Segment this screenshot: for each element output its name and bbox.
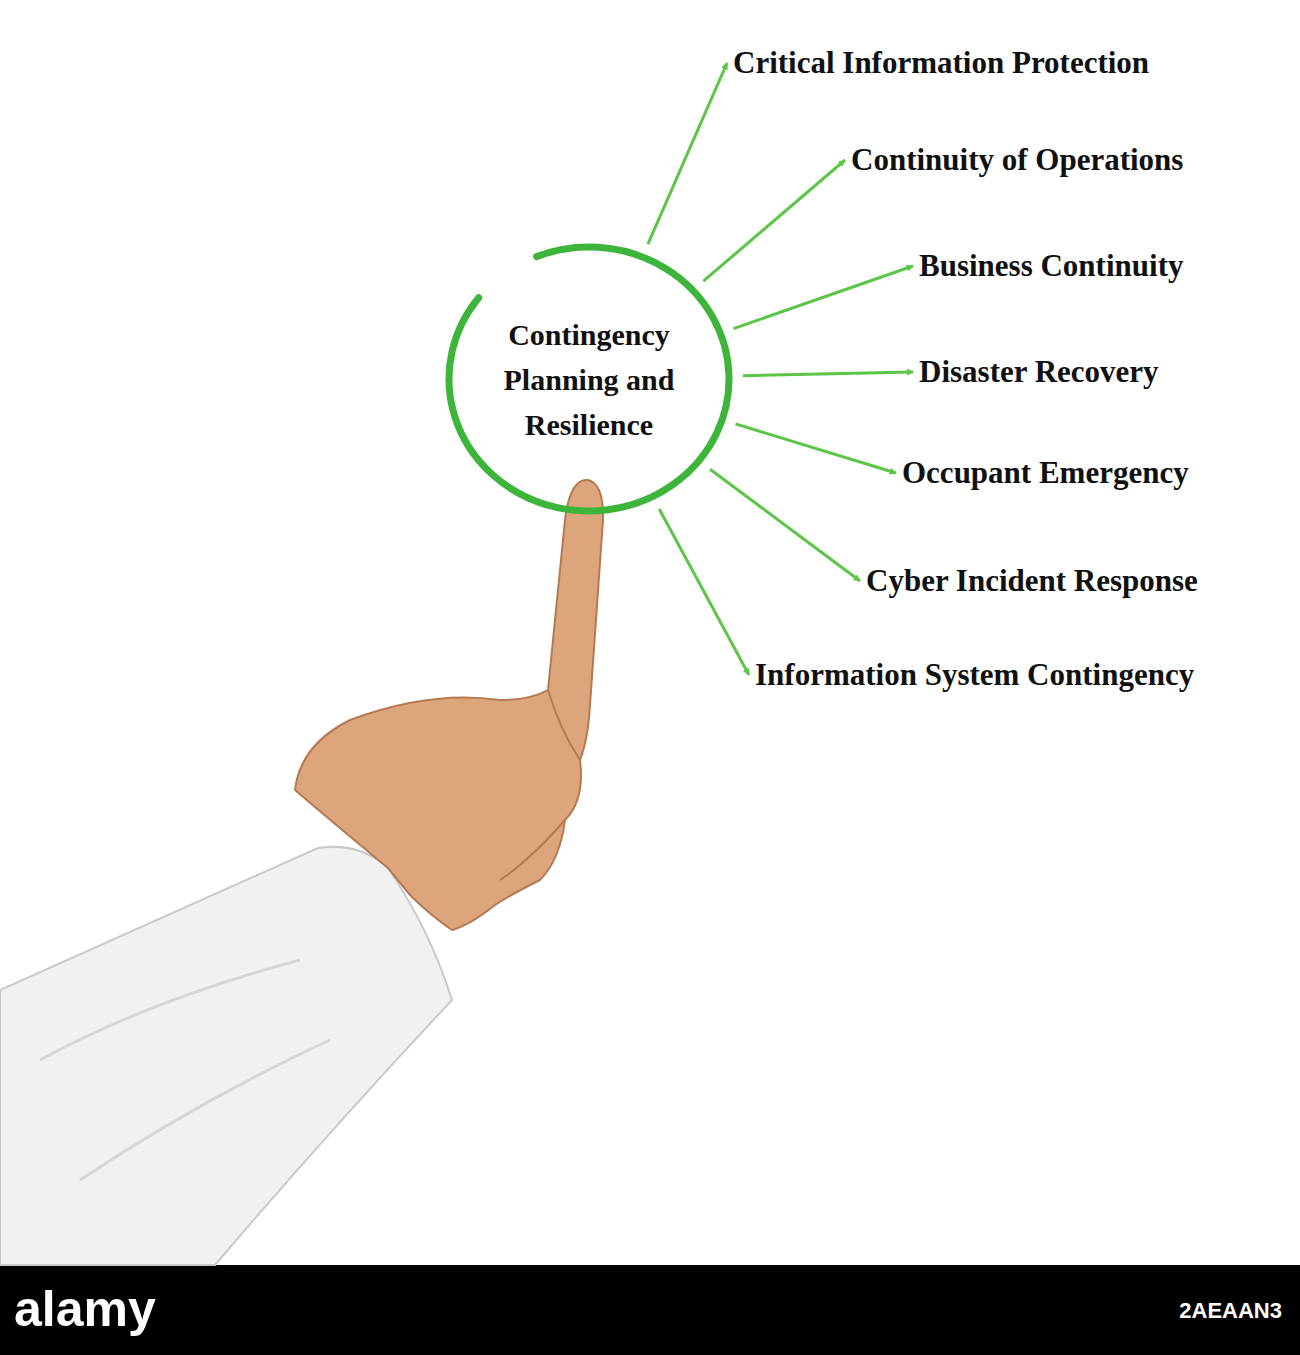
center-title: Contingency Planning and Resilience: [494, 312, 684, 447]
branch-text: Cyber Incident Response: [866, 561, 1198, 601]
branch-arrow: [659, 509, 749, 675]
branch-item: Continuity of Operations: [851, 140, 1183, 180]
branch-text: Occupant Emergency: [902, 453, 1189, 493]
circle-stroke: [449, 247, 729, 511]
hand: [295, 480, 603, 930]
center-circle: Contingency Planning and Resilience: [445, 243, 733, 515]
branch-text: Information System Contingency: [755, 655, 1194, 695]
watermark-text: alamy: [14, 1280, 156, 1338]
watermark-bar: [0, 1265, 1300, 1355]
branch-text: Critical Information Protection: [733, 43, 1149, 83]
branch-arrow: [703, 160, 845, 281]
branch-item: Disaster Recovery: [919, 352, 1159, 392]
branch-arrow: [736, 424, 896, 473]
branch-item: Occupant Emergency: [902, 453, 1189, 493]
branch-item: Critical Information Protection: [733, 43, 1149, 83]
branch-item: Information System Contingency: [755, 655, 1194, 695]
branch-arrow: [648, 63, 727, 244]
knuckle-lines: [500, 690, 580, 880]
branch-arrow: [710, 469, 860, 581]
sleeve-fold: [40, 960, 330, 1180]
branch-text: Continuity of Operations: [851, 140, 1183, 180]
branch-arrow: [734, 266, 913, 329]
branch-item: Business Continuity: [919, 246, 1183, 286]
branch-text: Disaster Recovery: [919, 352, 1159, 392]
branch-item: Cyber Incident Response: [866, 561, 1198, 601]
branch-arrow: [743, 372, 913, 376]
branch-text: Business Continuity: [919, 246, 1183, 286]
watermark-text: 2AEAAN3: [1179, 1298, 1282, 1324]
shirt-sleeve: [0, 847, 452, 1265]
